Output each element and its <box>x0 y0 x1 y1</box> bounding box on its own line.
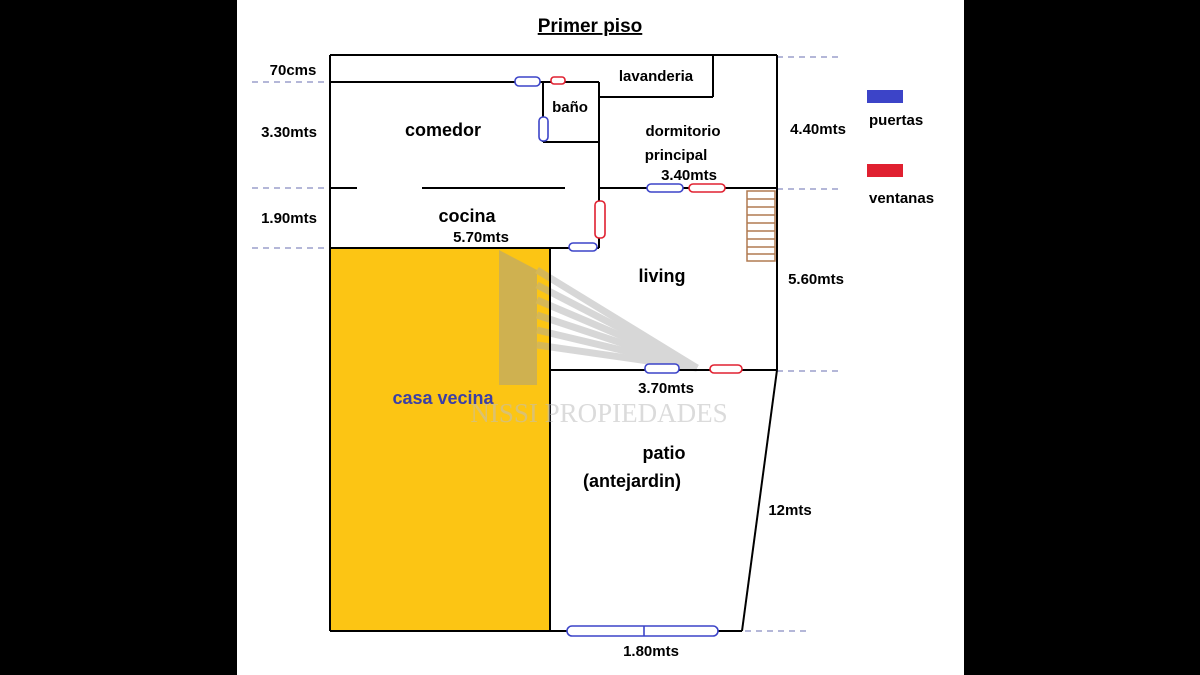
dim-dormitorio-width: 3.40mts <box>661 167 717 184</box>
plan-title: Primer piso <box>538 16 643 37</box>
door-comedor-top <box>514 76 541 87</box>
dim-patio-side: 12mts <box>768 502 811 519</box>
window-living <box>709 364 743 374</box>
dim-left-top: 70cms <box>270 62 317 79</box>
room-label-living: living <box>638 266 685 286</box>
dim-right-living: 5.60mts <box>788 271 844 288</box>
neighbor-house-area <box>330 248 550 631</box>
room-label-principal: principal <box>645 147 708 164</box>
stairs <box>746 190 776 262</box>
legend-door-swatch <box>867 90 903 103</box>
window-cocina <box>594 200 606 239</box>
door-dormitorio <box>646 183 684 193</box>
door-front-gate <box>566 625 719 637</box>
room-label-patio: patio <box>643 443 686 463</box>
room-label-comedor: comedor <box>405 120 481 140</box>
dim-patio-front: 1.80mts <box>623 643 679 660</box>
door-cocina-living <box>568 242 598 252</box>
dim-cocina-width: 5.70mts <box>453 229 509 246</box>
dim-right-top: 4.40mts <box>790 121 846 138</box>
window-dormitorio <box>688 183 726 193</box>
door-bano <box>538 116 549 142</box>
floor-plan-sheet: Primer piso <box>237 0 964 675</box>
windows <box>550 76 743 374</box>
dim-left-comedor: 3.30mts <box>261 124 317 141</box>
neighbor-house-label: casa vecina <box>392 388 494 408</box>
legend-window-label: ventanas <box>869 190 934 207</box>
room-label-cocina: cocina <box>438 206 496 226</box>
watermark-logo <box>499 250 699 385</box>
window-bano <box>550 76 566 85</box>
dimension-guides <box>252 56 842 632</box>
legend-door-label: puertas <box>869 112 923 129</box>
dim-living-width: 3.70mts <box>638 380 694 397</box>
room-label-antejardin: (antejardin) <box>583 471 681 491</box>
dim-left-cocina: 1.90mts <box>261 210 317 227</box>
floor-plan-svg: Primer piso <box>252 16 934 660</box>
legend: puertas ventanas <box>867 90 934 207</box>
legend-window-swatch <box>867 164 903 177</box>
room-label-bano: baño <box>552 99 588 116</box>
door-living-patio <box>644 363 680 374</box>
watermark-text: NISSI PROPIEDADES <box>470 398 727 428</box>
room-label-lavanderia: lavanderia <box>619 68 694 85</box>
room-label-dormitorio: dormitorio <box>646 123 721 140</box>
doors <box>514 76 719 637</box>
